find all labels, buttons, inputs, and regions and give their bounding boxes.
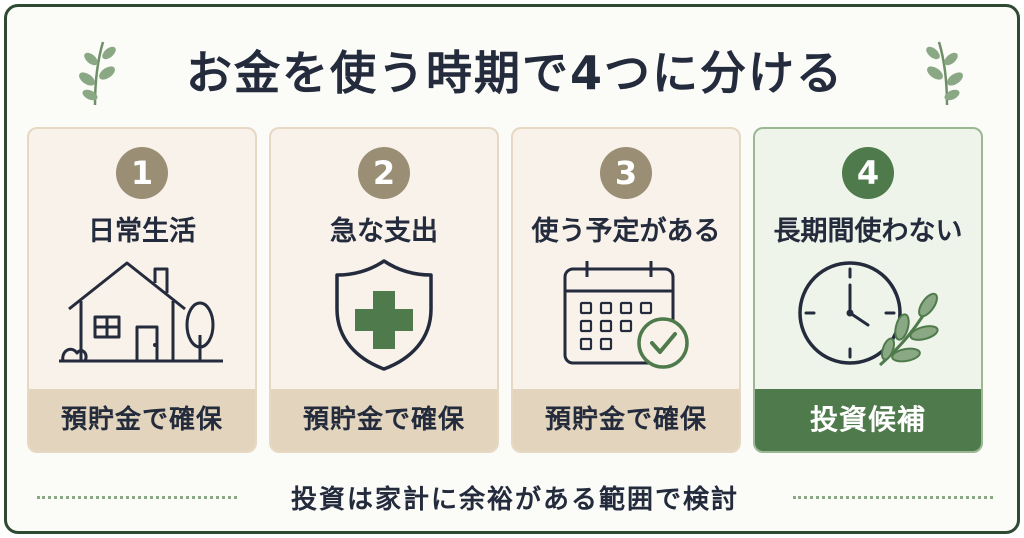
- step-number-badge: 4: [842, 147, 894, 199]
- card-footer-label: 預貯金で確保: [29, 389, 255, 451]
- step-number-badge: 1: [116, 147, 168, 199]
- step-number-badge: 3: [600, 147, 652, 199]
- card-title: 日常生活: [88, 216, 196, 247]
- footnote-row: 投資は家計に余裕がある範囲で検討: [7, 479, 1023, 515]
- step-number-badge: 2: [358, 147, 410, 199]
- dotted-divider: [793, 496, 993, 499]
- card-footer-label: 投資候補: [755, 389, 981, 451]
- leaf-sprig-icon: [79, 41, 116, 106]
- dotted-divider: [37, 496, 237, 499]
- category-card-daily-life: 1 日常生活 預貯金で確保: [27, 127, 257, 453]
- leaf-sprig-icon: [926, 41, 963, 106]
- clock-leaf-icon: [798, 261, 939, 367]
- card-footer-label: 預貯金で確保: [271, 389, 497, 451]
- card-title: 長期間使わない: [773, 216, 963, 247]
- card-title: 急な支出: [330, 216, 438, 247]
- calendar-check-icon: [563, 261, 689, 369]
- category-card-long-term-unused: 4 長期間使わない 投資候補: [753, 127, 983, 453]
- house-icon: [59, 261, 223, 363]
- footnote-text: 投資は家計に余裕がある範囲で検討: [290, 485, 739, 515]
- category-card-emergency-expense: 2 急な支出 預貯金で確保: [269, 127, 499, 453]
- category-card-planned-use: 3 使う予定がある 預貯金で確保: [511, 127, 741, 453]
- page-title: お金を使う時期で4つに分ける: [185, 46, 844, 100]
- infographic-frame: お金を使う時期で4つに分ける 1 日常生活: [4, 4, 1020, 534]
- card-footer-label: 預貯金で確保: [513, 389, 739, 451]
- shield-cross-icon: [335, 259, 433, 371]
- card-title: 使う予定がある: [531, 216, 721, 247]
